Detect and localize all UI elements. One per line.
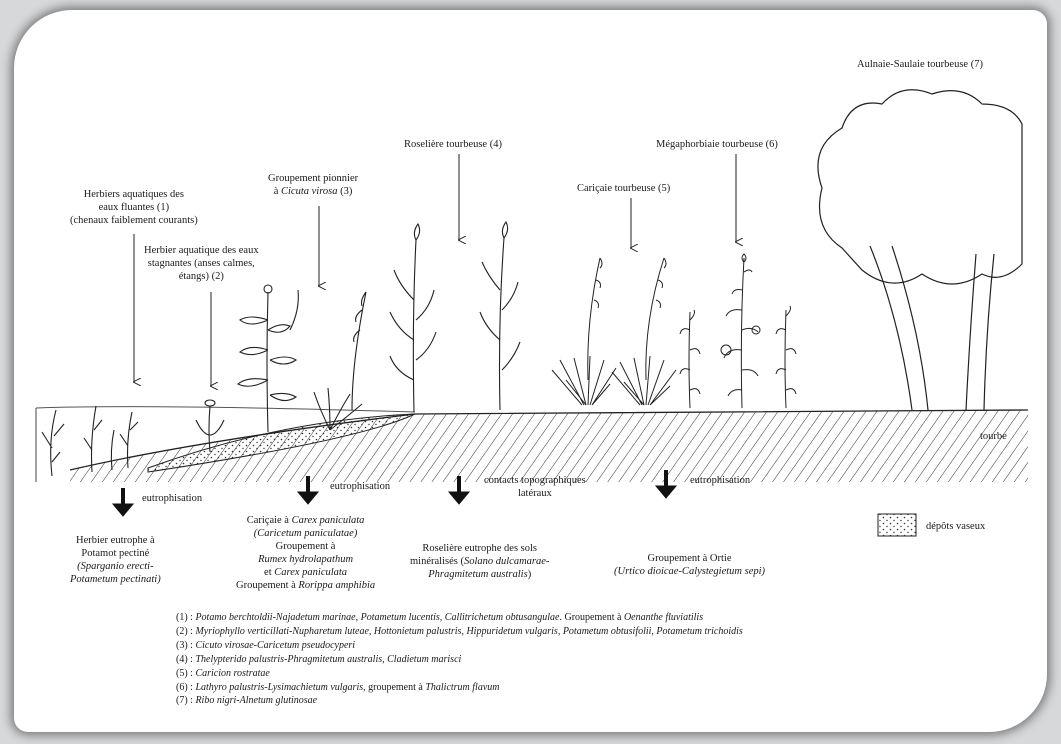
syntaxa-legend: (1) : Potamo berchtoldii-Najadetum marin… (176, 611, 743, 708)
arrow-label-eutrophisation-2: eutrophisation (330, 480, 390, 493)
r2-line5-prefix: et (264, 567, 274, 578)
legend-text: Lathyro palustris-Lysimachietum vulgaris (195, 682, 363, 693)
r3-line1: Roselière eutrophe des sols (410, 542, 549, 555)
arrow-label-eutrophisation-3: eutrophisation (690, 474, 750, 487)
sedge-plants (552, 258, 676, 405)
label-tourbe: tourbe (980, 430, 1007, 443)
legend-text: Thelypterido palustris-Phragmitetum aust… (195, 654, 461, 665)
r3-line3-suffix: ) (528, 569, 532, 580)
legend-num: (7) : (176, 695, 195, 706)
label-pionnier-species: Cicuta virosa (281, 186, 337, 197)
legend-text: Potamo berchtoldii-Najadetum marinae, Po… (195, 612, 559, 623)
legend-num: (5) : (176, 668, 195, 679)
result-roseliere-eutrophe: Roselière eutrophe des sols minéralisés … (410, 542, 549, 581)
label-stagnantes-line2: stagnantes (anses calmes, (144, 257, 259, 270)
r3-line3-species: Phragmitetum australis (428, 569, 527, 580)
legend-row: (2) : Myriophyllo verticillati-Nupharetu… (176, 625, 743, 639)
r2-line6-species: Rorippa amphibia (298, 580, 375, 591)
r4-line2: (Urtico dioicae-Calystegietum sepi) (614, 565, 765, 578)
legend-row: (4) : Thelypterido palustris-Phragmitetu… (176, 653, 743, 667)
label-eaux-fluantes: Herbiers aquatiques des eaux fluantes (1… (70, 188, 198, 227)
alder-trees (818, 90, 1022, 410)
r3-line2-prefix: minéralisés ( (410, 556, 464, 567)
label-fluantes-line1: Herbiers aquatiques des (70, 188, 198, 201)
result-caricaie-eutrophe: Cariçaie à Carex paniculata (Caricetum p… (236, 514, 375, 592)
reed-plants (390, 222, 520, 412)
label-eaux-stagnantes: Herbier aquatique des eaux stagnantes (a… (144, 244, 259, 283)
legend-num: (1) : (176, 612, 195, 623)
legend-num: (2) : (176, 626, 195, 637)
label-megaphorbiaie: Mégaphorbiaie tourbeuse (6) (656, 138, 778, 151)
legend-num: (4) : (176, 654, 195, 665)
r2-line1-species: Carex paniculata (292, 515, 365, 526)
legend-row: (5) : Caricion rostratae (176, 667, 743, 681)
mud-key-swatch (878, 514, 916, 536)
r2-line1-prefix: Cariçaie à (247, 515, 292, 526)
legend-text: Myriophyllo verticillati-Nupharetum lute… (195, 626, 742, 637)
label-fluantes-line2: eaux fluantes (1) (70, 201, 198, 214)
tall-herb-plants (680, 254, 796, 408)
arrow-label-eutrophisation-1: eutrophisation (142, 492, 202, 505)
legend-text: Ribo nigri-Alnetum glutinosae (195, 695, 317, 706)
r1-line2: Potamot pectiné (70, 547, 161, 560)
label-pionnier-prefix: à (274, 186, 281, 197)
diagram-card: Aulnaie-Saulaie tourbeuse (7) Roselière … (14, 10, 1047, 732)
r2-line6-prefix: Groupement à (236, 580, 298, 591)
arrow-label-contacts: contacts topographiques latéraux (484, 474, 586, 500)
label-caricaie: Cariçaie tourbeuse (5) (577, 182, 670, 195)
label-roseliere: Roselière tourbeuse (4) (404, 138, 502, 151)
contacts-line1: contacts topographiques (484, 474, 586, 487)
legend-num: (6) : (176, 682, 195, 693)
contacts-line2: latéraux (484, 487, 586, 500)
r1-line3: (Sparganio erecti- (70, 560, 161, 573)
legend-row: (1) : Potamo berchtoldii-Najadetum marin… (176, 611, 743, 625)
r3-line2-species: Solano dulcamarae- (464, 556, 549, 567)
r1-line4: Potametum pectinati) (70, 573, 161, 586)
label-stagnantes-line1: Herbier aquatique des eaux (144, 244, 259, 257)
legend-text: Cicuto virosae-Caricetum pseudocyperi (195, 640, 355, 651)
peat-ground (70, 410, 1028, 482)
r2-line3: Groupement à (236, 540, 375, 553)
r4-line1: Groupement à Ortie (614, 552, 765, 565)
label-fluantes-line3: (chenaux faiblement courants) (70, 214, 198, 227)
legend-tail-it: Thalictrum flavum (425, 682, 499, 693)
legend-num: (3) : (176, 640, 195, 651)
result-groupement-ortie: Groupement à Ortie (Urtico dioicae-Calys… (614, 552, 765, 578)
r1-line1: Herbier eutrophe à (70, 534, 161, 547)
r2-line5-species: Carex paniculata (274, 567, 347, 578)
legend-tail: , groupement à (363, 682, 425, 693)
r2-line4: Rumex hydrolapathum (236, 553, 375, 566)
label-pionnier-line1: Groupement pionnier (268, 172, 358, 185)
result-herbier-eutrophe: Herbier eutrophe à Potamot pectiné (Spar… (70, 534, 161, 586)
legend-text: Caricion rostratae (195, 668, 269, 679)
r2-line2: (Caricetum paniculatae) (236, 527, 375, 540)
label-pionnier: Groupement pionnier à Cicuta virosa (3) (268, 172, 358, 198)
label-pionnier-suffix: (3) (338, 186, 353, 197)
legend-row: (6) : Lathyro palustris-Lysimachietum vu… (176, 681, 743, 695)
legend-row: (3) : Cicuto virosae-Caricetum pseudocyp… (176, 639, 743, 653)
legend-row: (7) : Ribo nigri-Alnetum glutinosae (176, 694, 743, 708)
legend-tail-it: Oenanthe fluviatilis (624, 612, 703, 623)
legend-tail: . Groupement à (560, 612, 624, 623)
label-aulnaie: Aulnaie-Saulaie tourbeuse (7) (857, 58, 983, 71)
label-stagnantes-line3: étangs) (2) (144, 270, 259, 283)
key-label-depots: dépôts vaseux (926, 520, 985, 533)
